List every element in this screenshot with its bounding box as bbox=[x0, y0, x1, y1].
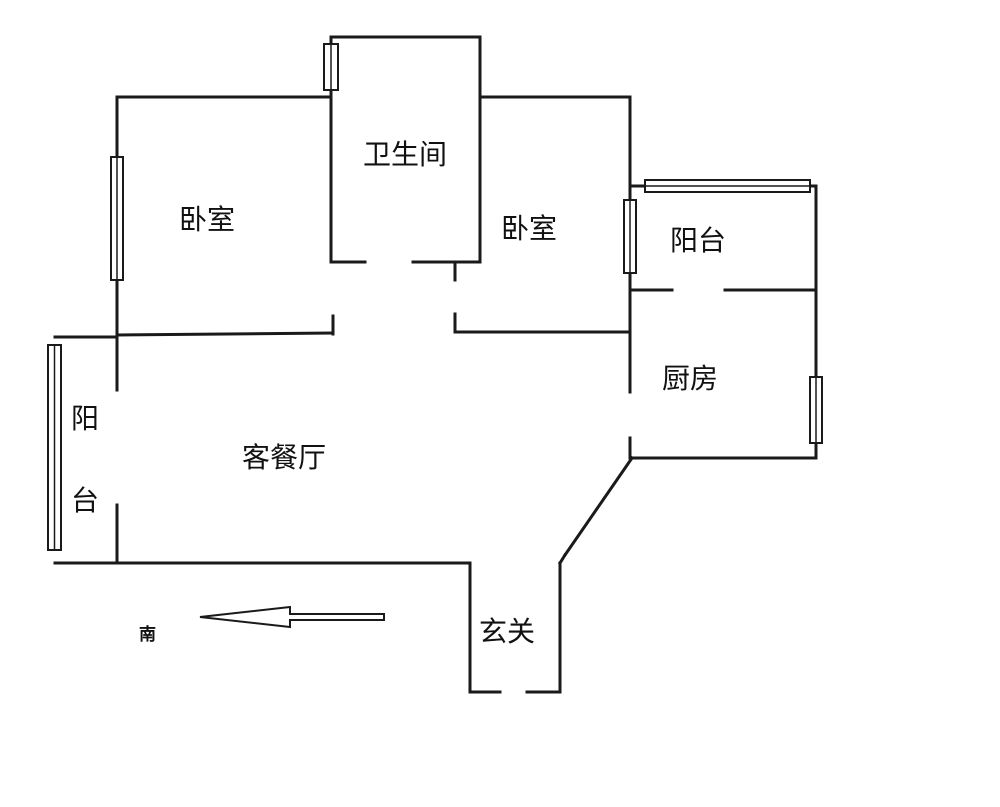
wall-diagonal bbox=[562, 455, 635, 558]
wall-entrance-right-cap bbox=[557, 552, 568, 566]
label-kitchen: 厨房 bbox=[662, 362, 718, 395]
label-living-dining: 客餐厅 bbox=[242, 441, 326, 474]
label-balcony-right: 阳台 bbox=[670, 224, 726, 257]
label-bathroom: 卫生间 bbox=[363, 138, 447, 171]
window-kitchen-right bbox=[809, 376, 823, 444]
label-balcony-left-top: 阳 bbox=[71, 402, 99, 435]
window-bathroom-top bbox=[323, 43, 339, 91]
window-bedroom-right bbox=[623, 199, 637, 274]
label-balcony-left-bottom: 台 bbox=[71, 484, 99, 517]
arrow-icon bbox=[199, 605, 385, 629]
label-bedroom-right: 卧室 bbox=[501, 212, 557, 245]
compass-label: 南 bbox=[139, 624, 156, 645]
compass: 南 bbox=[139, 605, 385, 645]
windows bbox=[47, 43, 823, 551]
window-bedroom-left bbox=[110, 156, 124, 281]
label-bedroom-left: 卧室 bbox=[179, 203, 235, 236]
window-balcony-left bbox=[47, 344, 62, 551]
wall-bedroom-left-bottom bbox=[115, 331, 335, 337]
label-entrance: 玄关 bbox=[479, 615, 535, 648]
walls bbox=[53, 35, 818, 694]
window-balcony-right-top bbox=[644, 179, 811, 193]
